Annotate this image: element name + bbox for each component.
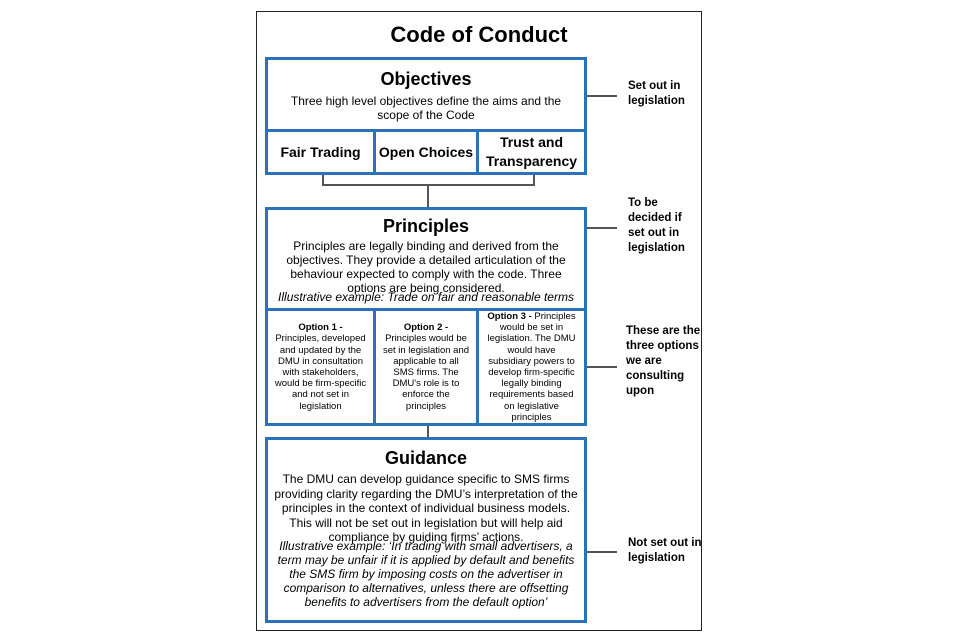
option-3-cell: Option 3 - Principles would be set in le… (476, 308, 587, 426)
connector-line (427, 184, 429, 208)
option-2-cell: Option 2 - Principles would be set in le… (373, 308, 479, 426)
option-label: Option 1 - (298, 322, 343, 334)
objectives-box: Objectives Three high level objectives d… (265, 57, 587, 132)
note-principles: To be decided if set out in legislation (628, 197, 685, 254)
option-1-cell: Option 1 - Principles, developed and upd… (265, 308, 376, 426)
option-description: Principles, developed and updated by the… (274, 333, 367, 412)
option-label: Option 3 - (487, 310, 532, 322)
note-options: These are the three options we are consu… (626, 325, 701, 397)
connector-line (427, 426, 429, 438)
option-label: Option 2 - (403, 322, 449, 334)
side-tick-line (587, 551, 617, 553)
connector-line (533, 175, 535, 186)
option-description: Principles would be set in legislation a… (382, 333, 470, 412)
option-text: Option 2 - Principles would be set in le… (376, 322, 476, 412)
option-text: Option 1 - Principles, developed and upd… (268, 322, 373, 412)
principles-example: Illustrative example: Trade on fair and … (278, 290, 574, 304)
objective-trust-transparency: Trust and Transparency (476, 129, 587, 175)
principles-title: Principles (382, 216, 470, 236)
objective-label: Fair Trading (280, 143, 361, 160)
note-guidance: Not set out in legislation (628, 537, 702, 564)
guidance-box: Guidance The DMU can develop guidance sp… (265, 437, 587, 623)
side-tick-line (587, 366, 617, 368)
option-text: Option 3 - Principles would be set in le… (479, 311, 584, 423)
guidance-example: Illustrative example: ‘In trading with s… (277, 539, 575, 609)
objective-label: Trust and Transparency (485, 134, 578, 169)
side-tick-line (587, 95, 617, 97)
objectives-title: Objectives (380, 69, 472, 89)
objective-fair-trading: Fair Trading (265, 129, 376, 175)
guidance-description: The DMU can develop guidance specific to… (274, 472, 578, 544)
principles-description: Principles are legally binding and deriv… (286, 239, 566, 295)
note-objectives: Set out in legislation (628, 80, 685, 107)
diagram-title: Code of Conduct (390, 22, 568, 47)
objective-label: Open Choices (378, 143, 474, 160)
guidance-title: Guidance (384, 448, 468, 468)
objectives-description: Three high level objectives define the a… (290, 94, 562, 122)
principles-box: Principles Principles are legally bindin… (265, 207, 587, 311)
objective-open-choices: Open Choices (373, 129, 479, 175)
option-description: Principles would be set in legislation. … (487, 310, 576, 423)
connector-line (322, 175, 324, 186)
side-tick-line (587, 227, 617, 229)
